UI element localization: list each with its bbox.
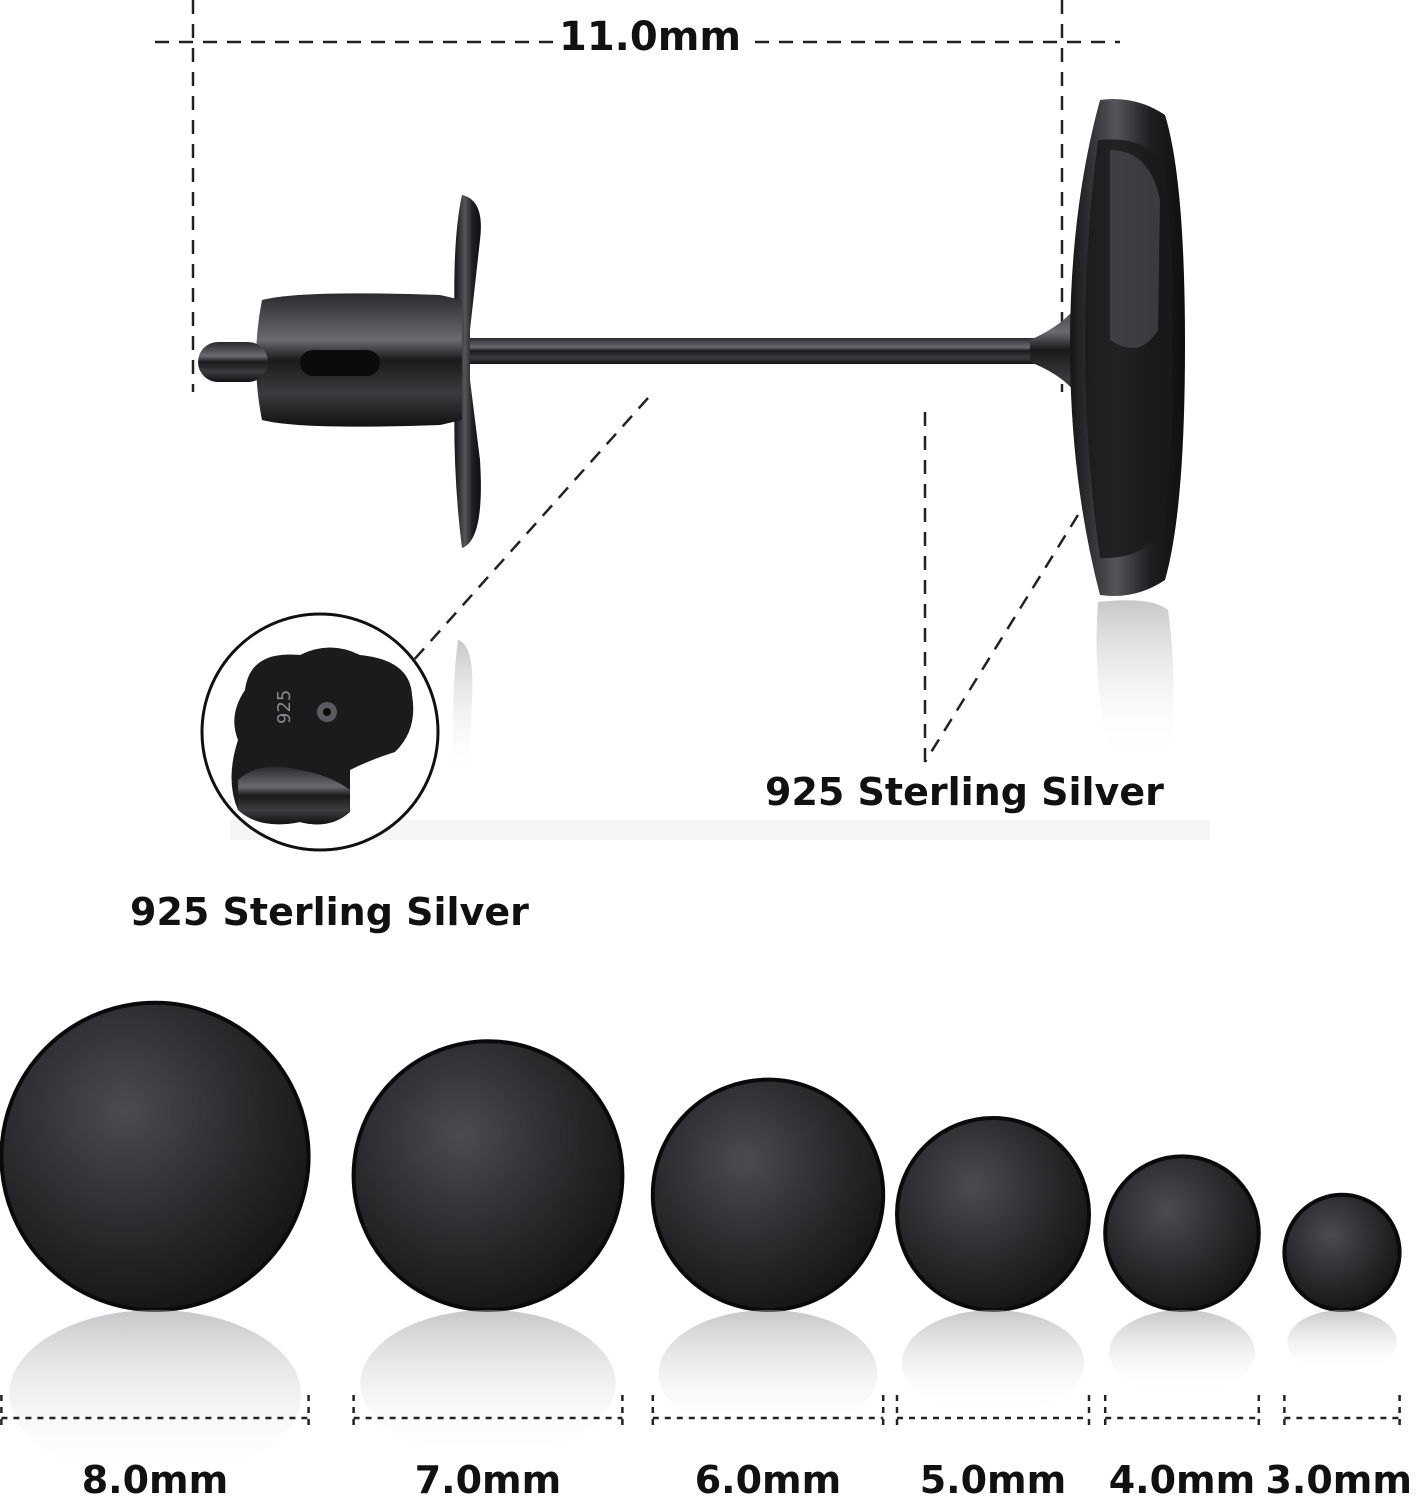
size-disc-4.0mm bbox=[1103, 1154, 1261, 1312]
size-disc-reflection bbox=[9, 1310, 301, 1479]
size-disc-reflection bbox=[360, 1310, 616, 1458]
size-label: 7.0mm bbox=[414, 1458, 562, 1502]
size-label: 5.0mm bbox=[919, 1458, 1067, 1502]
size-dimension-bracket bbox=[0, 1395, 310, 1430]
size-dimension-bracket bbox=[1103, 1395, 1261, 1430]
size-disc-8.0mm bbox=[0, 1000, 311, 1312]
head-material-label: 925 Sterling Silver bbox=[765, 770, 1164, 814]
size-label: 8.0mm bbox=[81, 1458, 229, 1502]
size-dimension-bracket bbox=[1283, 1395, 1401, 1430]
size-discs bbox=[0, 1000, 1402, 1479]
size-label: 4.0mm bbox=[1108, 1458, 1256, 1502]
size-label: 3.0mm bbox=[1265, 1458, 1412, 1502]
size-dimension-bracket bbox=[651, 1395, 885, 1430]
ear-back-side bbox=[198, 195, 481, 548]
size-label: 6.0mm bbox=[694, 1458, 842, 1502]
back-stamp: 925 bbox=[274, 690, 295, 724]
stud-side-view bbox=[198, 99, 1185, 596]
size-disc-5.0mm bbox=[895, 1116, 1091, 1312]
size-dimension-bracket bbox=[895, 1395, 1091, 1430]
size-dimension-bracket bbox=[352, 1395, 624, 1430]
size-disc-reflection bbox=[1109, 1310, 1255, 1395]
ear-back-detail: 925 bbox=[200, 612, 440, 852]
size-disc-reflection bbox=[901, 1310, 1085, 1416]
callout-leaders bbox=[411, 397, 1080, 763]
size-disc-reflection bbox=[1287, 1310, 1397, 1374]
size-disc-6.0mm bbox=[650, 1077, 886, 1313]
size-disc-reflection bbox=[658, 1310, 878, 1437]
size-disc-3.0mm bbox=[1282, 1192, 1402, 1313]
size-disc-7.0mm bbox=[351, 1039, 625, 1312]
back-material-label: 925 Sterling Silver bbox=[130, 890, 529, 934]
length-label: 11.0mm bbox=[553, 14, 748, 60]
